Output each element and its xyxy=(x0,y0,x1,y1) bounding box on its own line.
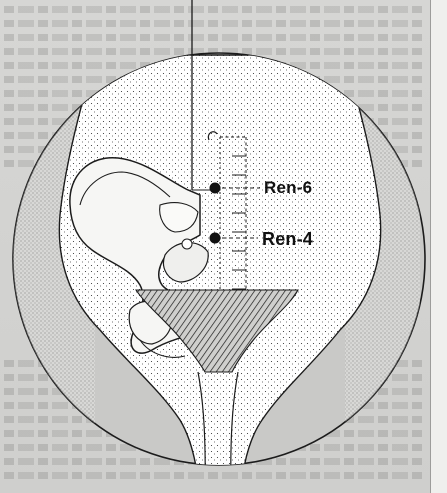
pubic-tubercle xyxy=(182,239,192,249)
ren4-label: Ren-4 xyxy=(262,229,313,250)
ren6-point-marker xyxy=(210,183,221,194)
ren4-point-marker xyxy=(210,233,221,244)
ren6-label: Ren-6 xyxy=(264,178,312,198)
